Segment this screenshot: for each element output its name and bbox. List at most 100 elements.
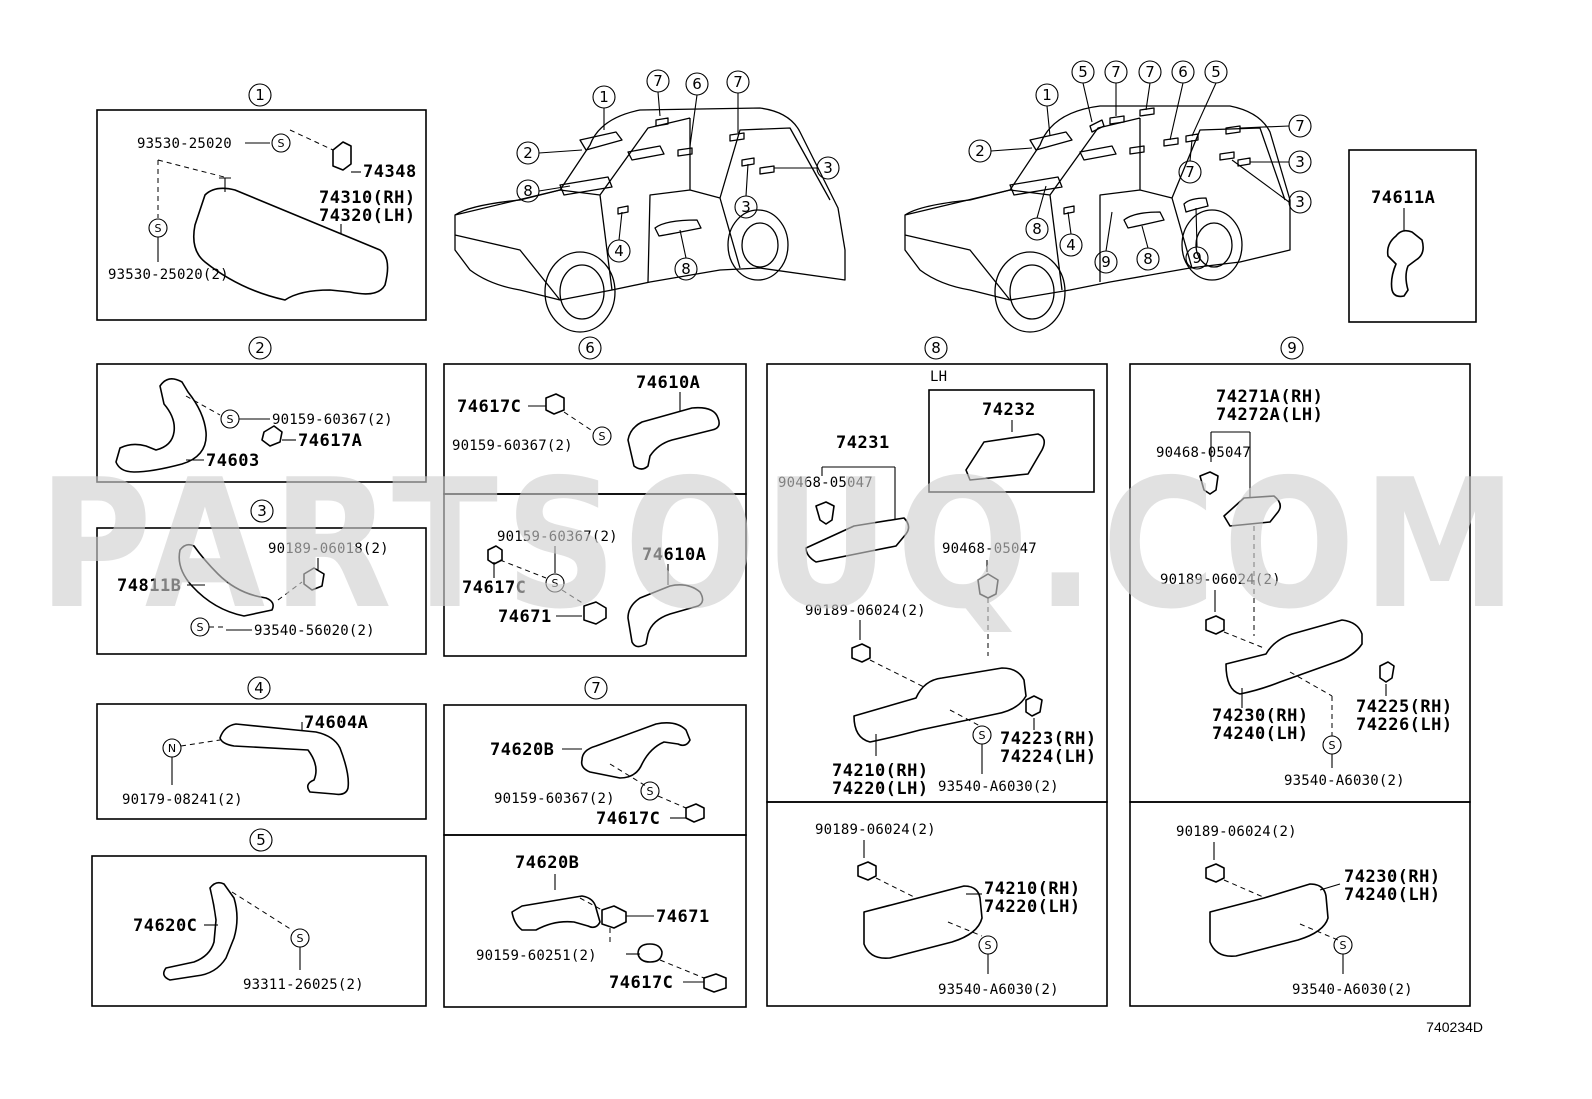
part-label-74231[interactable]: 74231 [836,433,890,453]
part-label-74620c[interactable]: 74620C [133,916,197,936]
part-label-74610a[interactable]: 74610A [636,373,700,393]
clip-74617a-icon [261,425,283,447]
part-label-74604a[interactable]: 74604A [304,713,368,733]
part-label-90159-60367-2[interactable]: 90159-60367(2) [494,791,615,807]
switch-base-74271a-icon [1223,495,1282,527]
part-label-74226-lh[interactable]: 74226(LH) [1356,715,1453,735]
svg-text:6: 6 [1178,63,1188,81]
panel-7-callout[interactable]: 7 [584,676,608,700]
part-label-74620b[interactable]: 74620B [490,740,554,760]
panel-3-grip [96,527,427,655]
part-label-74271a-rh[interactable]: 74271A(RH) [1216,387,1323,407]
part-label-90159-60367-2[interactable]: 90159-60367(2) [452,438,573,454]
part-label-93540-a6030-2[interactable]: 93540-A6030(2) [1284,773,1405,789]
screw-symbol: S [592,426,612,446]
part-label-74603[interactable]: 74603 [206,451,260,471]
panel-1-sun-visor [96,109,427,321]
part-label-74620b[interactable]: 74620B [515,853,579,873]
part-label-90189-06024-2[interactable]: 90189-06024(2) [815,822,936,838]
part-label-74225-rh[interactable]: 74225(RH) [1356,697,1453,717]
panel-4-grip [96,703,427,820]
part-label-93540-a6030-2[interactable]: 93540-A6030(2) [1292,982,1413,998]
grip-74620b-lower-icon [511,895,601,931]
sun-visor-icon [192,187,389,301]
part-label-90189-06024-2[interactable]: 90189-06024(2) [805,603,926,619]
part-label-90159-60251-2[interactable]: 90159-60251(2) [476,948,597,964]
part-label-90189-06018-2[interactable]: 90189-06018(2) [268,541,389,557]
svg-text:6: 6 [692,75,702,93]
panel-1-callout[interactable]: 1 [248,83,272,107]
part-label-74210-rh[interactable]: 74210(RH) [832,761,929,781]
part-label-74617c[interactable]: 74617C [457,397,521,417]
panel-6-callout[interactable]: 6 [578,336,602,360]
part-label-74610a[interactable]: 74610A [642,545,706,565]
svg-text:S: S [647,785,654,798]
part-label-74617c[interactable]: 74617C [596,809,660,829]
part-label-74310-rh[interactable]: 74310(RH) [319,188,416,208]
part-label-90179-08241-2[interactable]: 90179-08241(2) [122,792,243,808]
part-label-74240-lh[interactable]: 74240(LH) [1212,724,1309,744]
part-label-74224-lh[interactable]: 74224(LH) [1000,747,1097,767]
part-label-93540-a6030-2[interactable]: 93540-A6030(2) [938,982,1059,998]
part-label-74230-rh[interactable]: 74230(RH) [1344,867,1441,887]
part-label-74220-lh[interactable]: 74220(LH) [832,779,929,799]
panel-5-callout[interactable]: 5 [249,828,273,852]
panel-2-callout[interactable]: 2 [248,336,272,360]
svg-text:4: 4 [614,242,624,260]
part-label-93530-25020[interactable]: 93530-25020 [137,136,232,152]
part-label-74320-lh[interactable]: 74320(LH) [319,206,416,226]
part-label-90468-05047[interactable]: 90468-05047 [1156,445,1251,461]
part-label-74220-lh[interactable]: 74220(LH) [984,897,1081,917]
part-label-74617c[interactable]: 74617C [462,578,526,598]
part-label-74617c[interactable]: 74617C [609,973,673,993]
panel-3-callout[interactable]: 3 [250,499,274,523]
lh-label: LH [930,369,947,385]
part-label-74223-rh[interactable]: 74223(RH) [1000,729,1097,749]
panel-4-callout[interactable]: 4 [247,676,271,700]
svg-text:1: 1 [1042,86,1052,104]
svg-text:S: S [979,729,986,742]
part-label-90159-60367-2[interactable]: 90159-60367(2) [272,412,393,428]
svg-text:3: 3 [257,502,267,520]
part-label-74230-rh[interactable]: 74230(RH) [1212,706,1309,726]
part-label-90468-05047[interactable]: 90468-05047 [942,541,1037,557]
watermark-text: PARTSOUQ.COM [38,441,1524,648]
part-label-74671[interactable]: 74671 [656,907,710,927]
svg-text:9: 9 [1287,339,1297,357]
panel-6-lower [443,493,747,657]
clip-74617c-icon [487,545,503,565]
clip-90468-icon [815,501,835,525]
part-label-74272a-lh[interactable]: 74272A(LH) [1216,405,1323,425]
part-label-93311-26025-2[interactable]: 93311-26025(2) [243,977,364,993]
screw-symbol: S [972,725,992,745]
part-label-90189-06024-2[interactable]: 90189-06024(2) [1176,824,1297,840]
svg-text:7: 7 [1185,163,1195,181]
panel-9-callout[interactable]: 9 [1280,336,1304,360]
part-label-90189-06024-2[interactable]: 90189-06024(2) [1160,572,1281,588]
panel-7-lower [443,834,747,1008]
svg-text:3: 3 [1295,193,1305,211]
part-label-74617a[interactable]: 74617A [298,431,362,451]
panel-5-grip [91,855,427,1007]
screw-symbol: S [978,935,998,955]
svg-text:S: S [197,621,204,634]
part-label-93540-56020-2[interactable]: 93540-56020(2) [254,623,375,639]
part-label-93540-a6030-2[interactable]: 93540-A6030(2) [938,779,1059,795]
part-label-74232[interactable]: 74232 [982,400,1036,420]
part-label-74671[interactable]: 74671 [498,607,552,627]
part-label-74611a[interactable]: 74611A [1371,188,1435,208]
svg-text:9: 9 [1192,249,1202,267]
screw-symbol: S [220,409,240,429]
figure-id: 740234D [1426,1019,1483,1035]
part-label-90468-05047[interactable]: 90468-05047 [778,475,873,491]
part-label-74348[interactable]: 74348 [363,162,417,182]
part-label-74240-lh[interactable]: 74240(LH) [1344,885,1441,905]
nut-90189-icon [1205,615,1225,635]
part-label-74811b[interactable]: 74811B [117,576,181,596]
part-label-74210-rh[interactable]: 74210(RH) [984,879,1081,899]
part-label-93530-25020-2[interactable]: 93530-25020(2) [108,267,229,283]
panel-8-callout[interactable]: 8 [924,336,948,360]
svg-text:7: 7 [1111,63,1121,81]
part-label-90159-60367-2[interactable]: 90159-60367(2) [497,529,618,545]
